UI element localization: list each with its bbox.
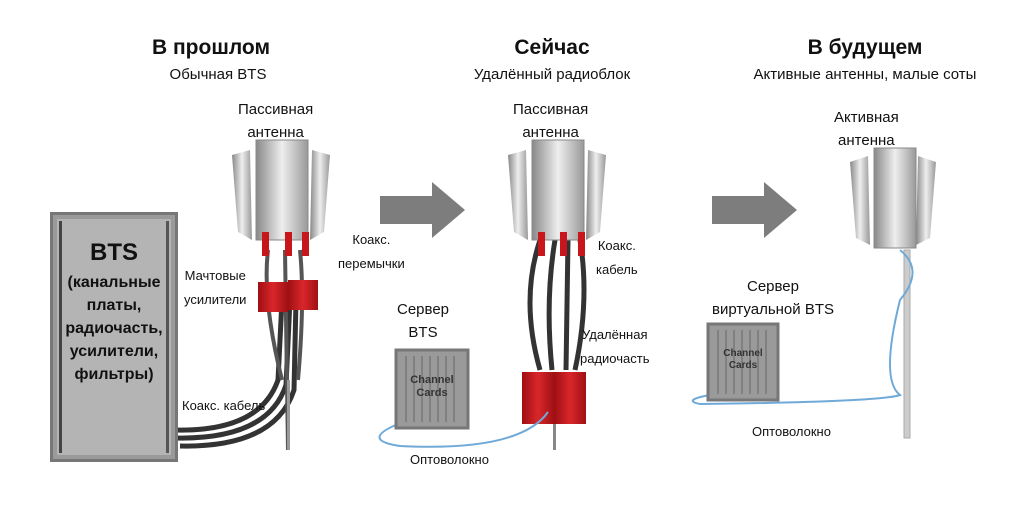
bts-title: BTS	[90, 239, 138, 266]
passive-antenna-now	[378, 139, 606, 450]
active-antenna-future	[691, 147, 936, 439]
future-subtitle: Активные антенны, малые соты	[753, 66, 977, 83]
fiber-now	[378, 411, 549, 448]
bts-server-icon	[394, 348, 470, 430]
arrow-now-to-future	[712, 182, 797, 238]
arrow-past-to-now	[380, 182, 465, 238]
past-coax-label: Коакс. кабель	[182, 398, 266, 413]
remote-radio-unit-icon	[522, 372, 554, 424]
coax-jumpers-label: Коакс.перемычки	[338, 232, 405, 271]
now-title: Сейчас	[514, 36, 590, 59]
past-subtitle: Обычная BTS	[169, 66, 267, 83]
now-subtitle: Удалённый радиоблок	[473, 66, 631, 83]
passive-antenna-past	[174, 139, 330, 451]
virtual-bts-server-icon	[706, 322, 780, 402]
future-title: В будущем	[807, 36, 923, 59]
fiber-future	[691, 249, 914, 406]
mast-amplifier-icon	[258, 282, 288, 312]
future-fiber-label: Оптоволокно	[752, 424, 831, 439]
past-title: В прошлом	[152, 36, 270, 59]
now-coax-label: Коакс.кабель	[596, 238, 638, 277]
now-fiber-label: Оптоволокно	[410, 452, 489, 467]
